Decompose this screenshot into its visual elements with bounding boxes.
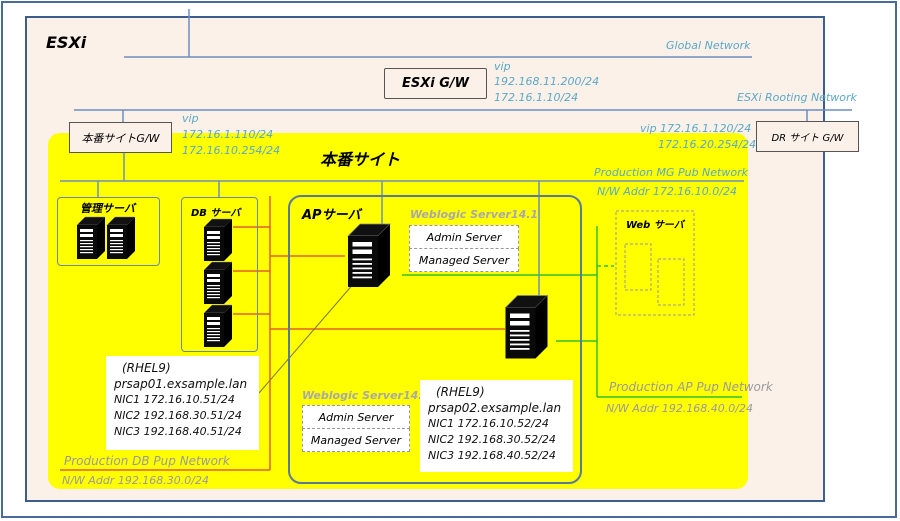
web-server-placeholder-2	[657, 258, 685, 306]
dr-gw-vip: vip 172.16.1.120/24	[640, 122, 752, 135]
host2-nic2: NIC2 192.168.30.52/24	[428, 433, 556, 446]
esxi-gw-ip2: 172.16.1.10/24	[494, 91, 579, 104]
production-site-title: 本番サイト	[320, 150, 401, 169]
db-pup-network-label: Production DB Pup Network	[64, 454, 230, 468]
ap-server-group-frame	[288, 195, 582, 484]
db-server-group	[181, 197, 258, 352]
host1-nic1: NIC1 172.16.10.51/24	[114, 393, 235, 406]
host1-nic2: NIC2 192.168.30.51/24	[114, 409, 242, 422]
prod-gw-vip: vip	[182, 112, 199, 125]
ap-server-icon-1	[347, 223, 391, 288]
host2-name: prsap02.exsample.lan	[428, 401, 562, 415]
esxi-title: ESXi	[46, 33, 87, 52]
db-pup-network-addr: N/W Addr 192.168.30.0/24	[62, 474, 209, 487]
management-server-icon-2	[106, 216, 136, 260]
ap-server-icon-2	[504, 294, 549, 360]
ap-server-label: APサーバ	[302, 208, 361, 223]
web-server-group-frame	[615, 210, 695, 316]
host2-nic3: NIC3 192.168.40.52/24	[428, 449, 556, 462]
web-server-placeholder-1	[624, 243, 652, 291]
ap-pup-network-addr: N/W Addr 192.168.40.0/24	[606, 402, 753, 415]
management-server-label: 管理サーバ	[80, 202, 135, 215]
management-server-icon-1	[76, 216, 106, 260]
db-server-icon-3	[203, 304, 233, 348]
db-server-icon-2	[203, 261, 233, 305]
host2-os: (RHEL9)	[436, 385, 485, 399]
management-server-group	[57, 197, 160, 266]
callout-line	[258, 281, 356, 394]
prod-gw-ip2: 172.16.10.254/24	[182, 144, 281, 157]
esxi-gw-vip: vip	[494, 60, 511, 73]
host-info-prsap01: (RHEL9) prsap01.exsample.lan NIC1 172.16…	[106, 356, 259, 450]
mg-pub-network-label: Production MG Pub Network	[594, 166, 748, 179]
esxi-gateway: ESXi G/W	[384, 68, 487, 99]
weblogic-stack-2: Admin Server Managed Server	[302, 405, 410, 452]
production-gateway: 本番サイトG/W	[69, 122, 172, 153]
global-network-label: Global Network	[666, 39, 751, 52]
managed-server-2: Managed Server	[302, 428, 410, 452]
db-server-label: DB サーバ	[191, 208, 241, 219]
admin-server-1: Admin Server	[409, 225, 519, 249]
web-server-label: Web サーバ	[626, 220, 684, 231]
db-server-icon-1	[203, 218, 233, 262]
host1-os: (RHEL9)	[122, 361, 171, 375]
host1-name: prsap01.exsample.lan	[114, 377, 248, 391]
ap-pup-network-label: Production AP Pup Network	[609, 380, 773, 394]
host2-nic1: NIC1 172.16.10.52/24	[428, 417, 549, 430]
dr-gw-ip2: 172.16.20.254/24	[658, 138, 757, 151]
rooting-network-label: ESXi Rooting Network	[737, 91, 857, 104]
dr-gateway: DR サイト G/W	[756, 121, 859, 152]
weblogic-stack-1: Admin Server Managed Server	[409, 225, 519, 272]
weblogic-title-1: Weblogic Server14.1	[410, 208, 539, 221]
managed-server-1: Managed Server	[409, 248, 519, 272]
prod-gw-ip1: 172.16.1.110/24	[182, 128, 274, 141]
esxi-gw-ip1: 192.168.11.200/24	[494, 75, 600, 88]
host-info-prsap02: (RHEL9) prsap02.exsample.lan NIC1 172.16…	[420, 380, 573, 472]
mg-pub-network-addr: N/W Addr 172.16.10.0/24	[597, 185, 737, 198]
weblogic-title-2: Weblogic Server14.1	[302, 389, 431, 402]
host1-nic3: NIC3 192.168.40.51/24	[114, 425, 242, 438]
